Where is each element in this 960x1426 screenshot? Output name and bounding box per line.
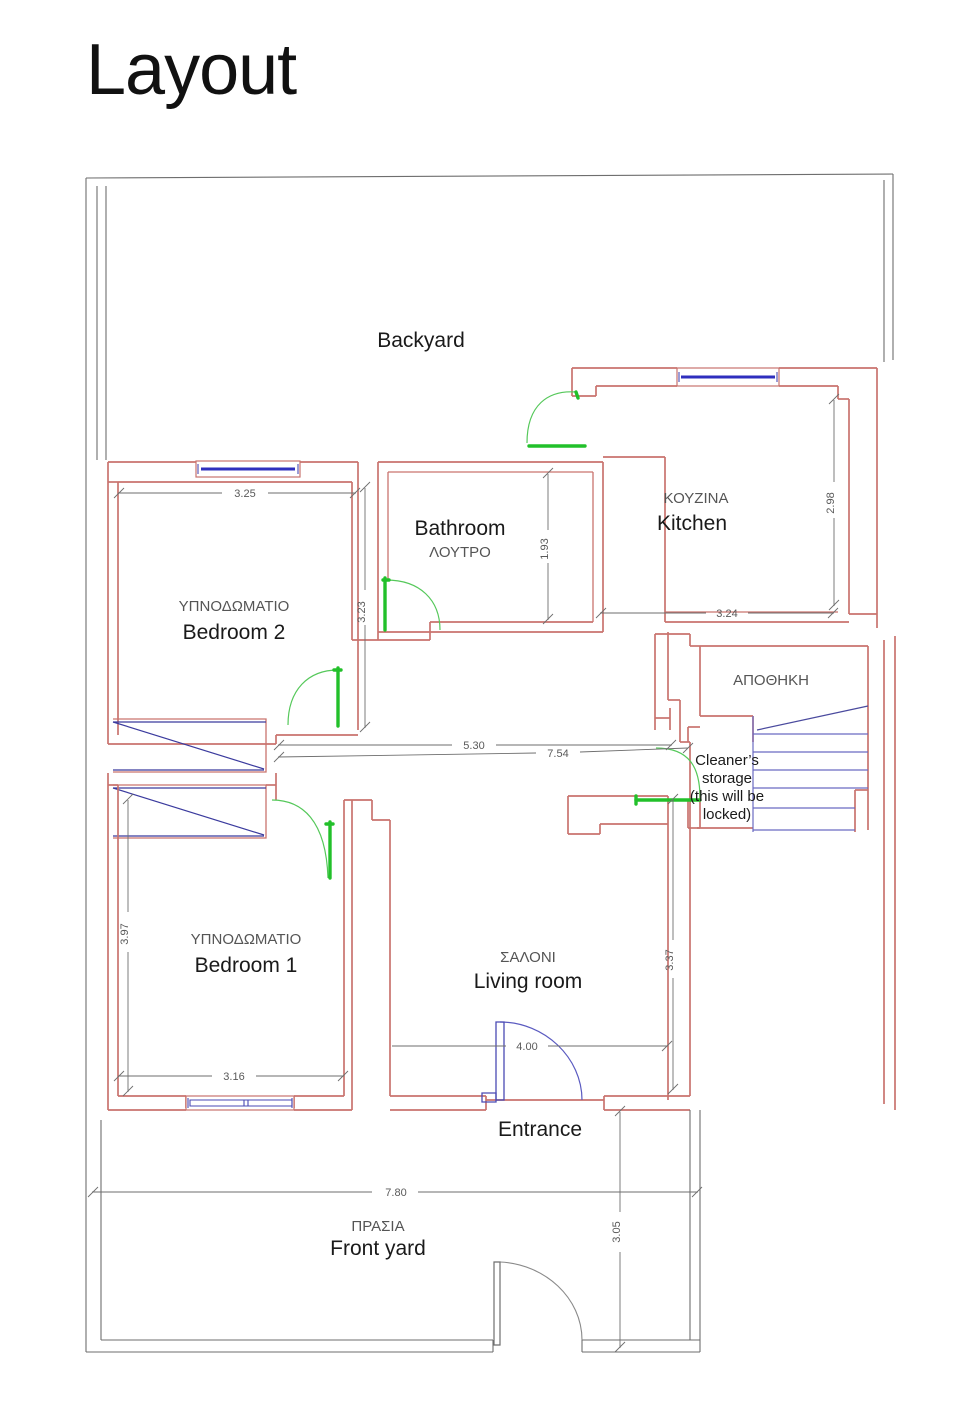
bedroom2-label-en: Bedroom 2 bbox=[183, 621, 286, 644]
page-title: Layout bbox=[86, 30, 297, 110]
dimension-label: 3.97 bbox=[119, 923, 131, 944]
label-livingroom: ΣΑΛΟΝΙ Living room bbox=[474, 949, 583, 993]
label-kitchen: ΚΟΥΖΙΝΑ Kitchen bbox=[657, 490, 728, 535]
entrance-door bbox=[481, 1021, 583, 1103]
dimension-frontyard-height: 3.05 bbox=[611, 1105, 626, 1353]
front-yard-boundary bbox=[85, 1110, 701, 1353]
bedroom2-door bbox=[287, 666, 343, 728]
dimension-hall-inner: 5.30 bbox=[273, 739, 677, 752]
label-entrance: Entrance bbox=[498, 1118, 582, 1141]
livingroom-label-en: Living room bbox=[474, 970, 583, 993]
dimension-label: 5.30 bbox=[463, 740, 484, 752]
dimension-livingroom-width: 4.00 bbox=[392, 1040, 673, 1053]
kitchen-label-en: Kitchen bbox=[657, 512, 727, 535]
staircase bbox=[752, 705, 869, 832]
label-frontyard: ΠΡΑΣΙΑ Front yard bbox=[330, 1218, 426, 1260]
storage-label-gr: ΑΠΟΘΗΚΗ bbox=[733, 672, 809, 689]
dimension-bathroom-height: 1.93 bbox=[539, 467, 554, 625]
dimension-bedroom1-width: 3.16 bbox=[113, 1070, 349, 1083]
frontyard-label-gr: ΠΡΑΣΙΑ bbox=[351, 1218, 404, 1235]
dimension-label: 3.25 bbox=[234, 488, 255, 500]
cleaner-note-line2: storage bbox=[702, 770, 752, 787]
dimension-bedroom2-width: 3.25 bbox=[113, 487, 361, 500]
backyard-boundary bbox=[85, 173, 894, 1110]
kitchen-back-door bbox=[526, 390, 587, 448]
cleaner-note-line4: locked) bbox=[703, 806, 751, 823]
bedroom1-label-gr: ΥΠΝΟΔΩΜΑΤΙΟ bbox=[191, 931, 302, 948]
bedroom1-door bbox=[271, 799, 335, 880]
label-backyard: Backyard bbox=[377, 329, 465, 352]
dimension-label: 3.16 bbox=[223, 1071, 244, 1083]
label-bedroom2: ΥΠΝΟΔΩΜΑΤΙΟ Bedroom 2 bbox=[179, 598, 290, 644]
dimension-label: 3.24 bbox=[716, 608, 737, 620]
dimension-label: 3.37 bbox=[664, 949, 676, 970]
closet-lower bbox=[112, 784, 267, 839]
bathroom-door bbox=[381, 576, 441, 632]
bathroom-label-gr: ΛΟΥΤΡΟ bbox=[429, 544, 491, 561]
dimension-bedroom2-height: 3.23 bbox=[356, 481, 371, 733]
dimension-hall-outer: 7.54 bbox=[273, 742, 694, 763]
living-room-walls bbox=[390, 632, 691, 1111]
label-cleaner-storage-note: Cleaner’s storage (this will be locked) bbox=[690, 752, 764, 823]
dimension-kitchen-width: 3.24 bbox=[595, 607, 839, 620]
label-bathroom: Bathroom ΛΟΥΤΡΟ bbox=[414, 517, 505, 561]
bedroom1-label-en: Bedroom 1 bbox=[195, 954, 298, 977]
bedroom2-walls bbox=[107, 461, 378, 745]
cleaner-note-line1: Cleaner’s bbox=[695, 752, 759, 769]
kitchen-window bbox=[676, 367, 780, 387]
frontyard-label-en: Front yard bbox=[330, 1237, 426, 1260]
bathroom-label-en: Bathroom bbox=[414, 517, 505, 540]
cleaner-note-line3: (this will be bbox=[690, 788, 764, 805]
label-storage: ΑΠΟΘΗΚΗ bbox=[733, 672, 809, 689]
bathroom-walls bbox=[377, 461, 604, 641]
dimension-label: 3.05 bbox=[611, 1221, 623, 1242]
bedroom1-walls bbox=[107, 773, 391, 1111]
dimension-frontyard-width: 7.80 bbox=[87, 1186, 703, 1199]
dimension-bedroom1-height: 3.97 bbox=[119, 793, 134, 1097]
dimension-label: 3.23 bbox=[356, 601, 368, 622]
storage-walls bbox=[654, 633, 896, 1110]
dimension-kitchen-height: 2.98 bbox=[825, 393, 840, 611]
bedroom2-window bbox=[195, 460, 301, 478]
backyard-label-en: Backyard bbox=[377, 329, 465, 352]
livingroom-label-gr: ΣΑΛΟΝΙ bbox=[500, 949, 556, 966]
dimension-label: 4.00 bbox=[516, 1041, 537, 1053]
dimension-label: 2.98 bbox=[825, 492, 837, 513]
label-bedroom1: ΥΠΝΟΔΩΜΑΤΙΟ Bedroom 1 bbox=[191, 931, 302, 977]
dimension-livingroom-height: 3.37 bbox=[664, 793, 679, 1095]
dimension-label: 7.80 bbox=[385, 1187, 406, 1199]
entrance-label-en: Entrance bbox=[498, 1118, 582, 1141]
dimension-label: 1.93 bbox=[539, 538, 551, 559]
front-gate bbox=[493, 1261, 583, 1346]
closet-upper bbox=[112, 718, 267, 773]
bedroom1-window bbox=[185, 1095, 295, 1111]
dimension-label: 7.54 bbox=[547, 748, 568, 760]
kitchen-label-gr: ΚΟΥΖΙΝΑ bbox=[664, 490, 729, 507]
kitchen-walls bbox=[571, 367, 878, 628]
bedroom2-label-gr: ΥΠΝΟΔΩΜΑΤΙΟ bbox=[179, 598, 290, 615]
